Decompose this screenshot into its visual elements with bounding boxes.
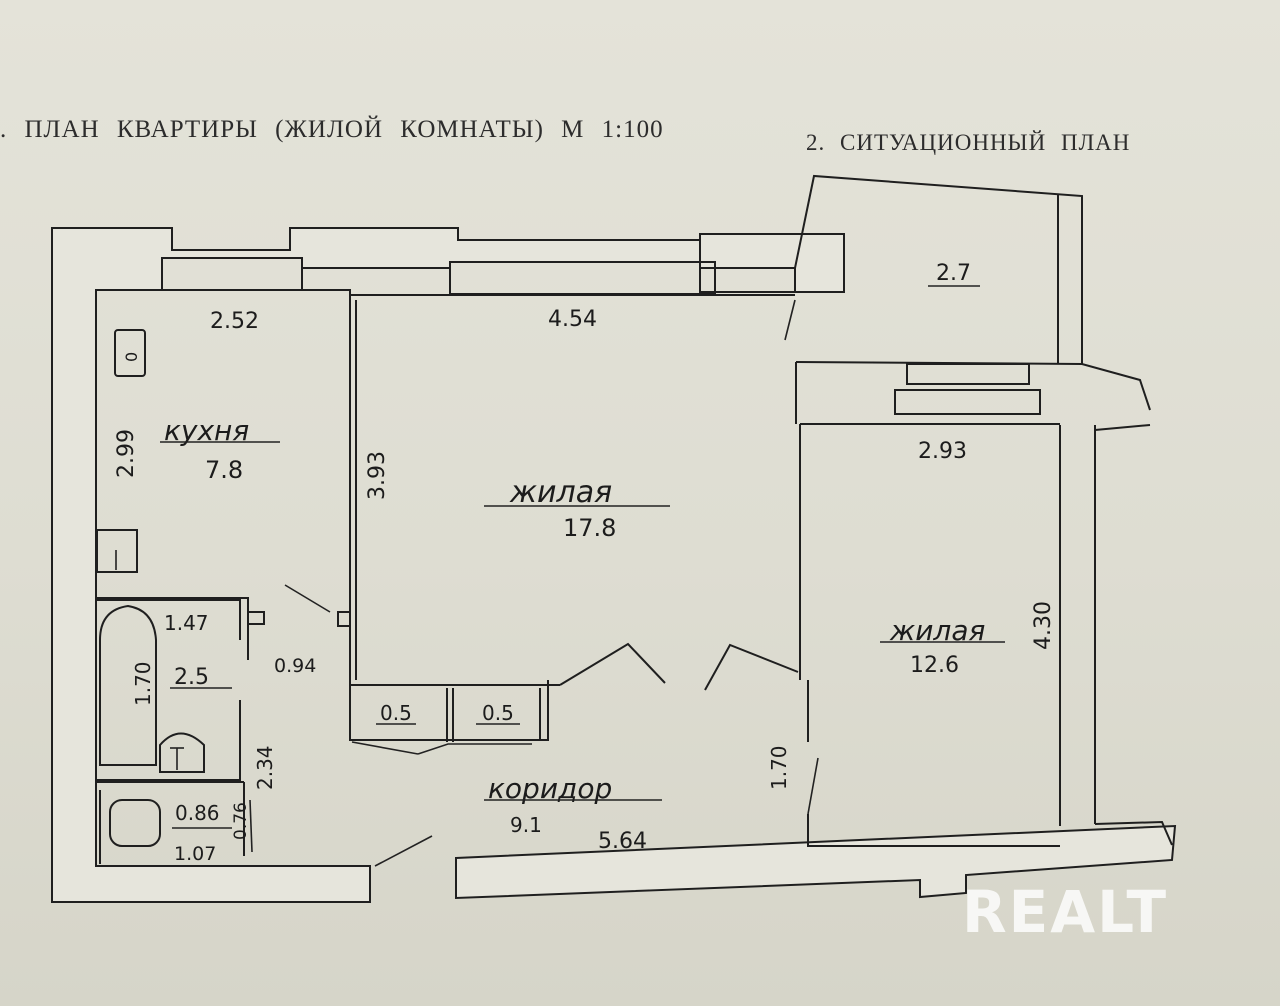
living-large-name: жилая <box>509 475 612 510</box>
bathroom-walls <box>96 599 241 781</box>
corridor-length-dim: 5.64 <box>598 829 647 854</box>
corridor-depth-dim: 1.70 <box>767 745 791 790</box>
stove-icon <box>114 329 146 377</box>
corridor-area: 9.1 <box>510 813 542 837</box>
sink-icon <box>96 529 138 573</box>
closet-2-area: 0.5 <box>482 701 514 725</box>
bathroom-depth-dim: 1.70 <box>131 661 155 706</box>
realt-watermark: REALT <box>962 878 1168 946</box>
outer-walls <box>51 227 1177 903</box>
closets <box>349 680 549 755</box>
toilet-icon <box>109 799 161 847</box>
bathtub-icon <box>99 604 157 766</box>
bathroom-width-dim: 1.47 <box>164 611 209 635</box>
kitchen-width-dim: 2.52 <box>210 309 259 334</box>
toilet-walls <box>96 781 433 867</box>
dimension-labels: 2.52 2.99 4.54 3.93 2.93 4.30 1.47 1.70 … <box>114 307 1056 865</box>
bath-wall-dim: 2.34 <box>253 745 277 790</box>
plan-heading: . ПЛАН КВАРТИРЫ (ЖИЛОЙ КОМНАТЫ) М 1:100 <box>0 116 664 143</box>
bathroom-area: 2.5 <box>174 665 209 690</box>
living-small-width-dim: 2.93 <box>918 439 967 464</box>
living-large-width-dim: 4.54 <box>548 307 597 332</box>
toilet-depth-dim: 0.76 <box>231 802 251 840</box>
stove-label: 0 <box>122 352 141 362</box>
room-labels: кухня 7.8 жилая 17.8 жилая 12.6 коридор … <box>160 261 1005 837</box>
toilet-width-dim: 1.07 <box>174 843 216 865</box>
kitchen-depth-dim: 2.99 <box>114 429 139 478</box>
living-small-area: 12.6 <box>910 653 959 678</box>
kitchen-area: 7.8 <box>205 456 243 484</box>
living-large-depth-dim: 3.93 <box>365 451 390 500</box>
balcony-area: 2.7 <box>936 261 971 286</box>
living-small-depth-dim: 4.30 <box>1031 601 1056 650</box>
closet-1-area: 0.5 <box>380 701 412 725</box>
washbasin-icon <box>159 732 205 773</box>
small-living-walls <box>795 361 1151 847</box>
bath-passage-dim: 0.94 <box>274 655 316 677</box>
kitchen-walls <box>95 290 331 660</box>
situational-plan-heading: 2. СИТУАЦИОННЫЙ ПЛАН <box>806 130 1131 155</box>
balcony-outline <box>784 174 1083 364</box>
toilet-area: 0.86 <box>175 801 220 825</box>
living-large-area: 17.8 <box>563 514 616 542</box>
